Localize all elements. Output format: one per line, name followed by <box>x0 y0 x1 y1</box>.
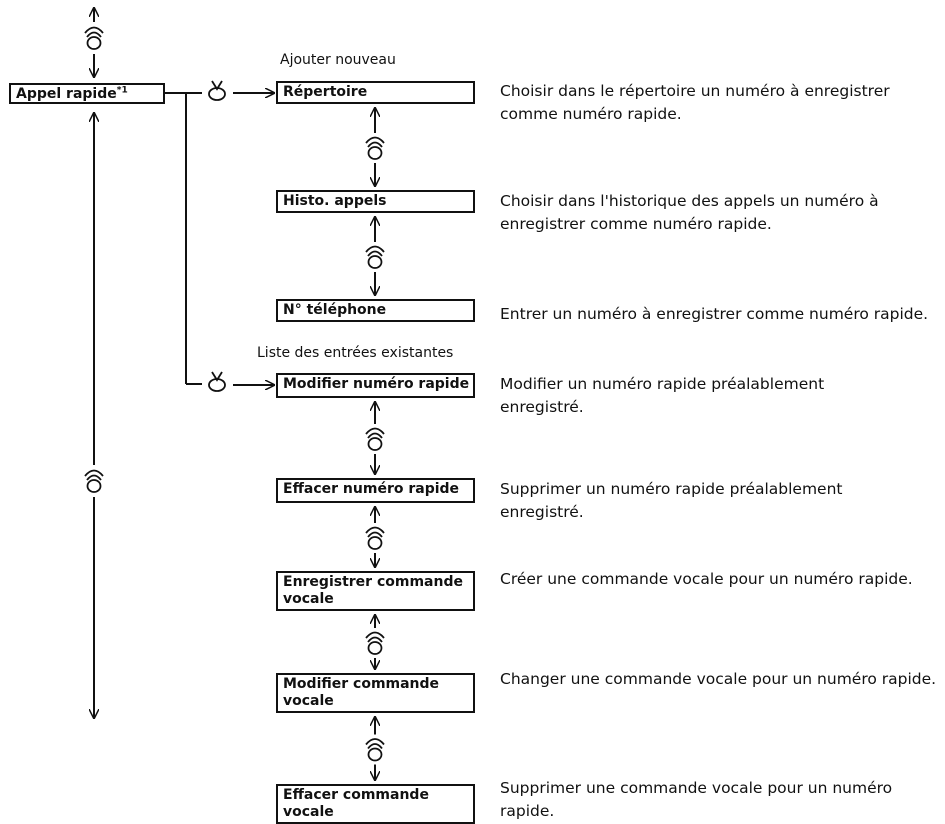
description-modifier-numero-rapide: Modifier un numéro rapide préalablement … <box>500 375 825 416</box>
description-modifier-commande-vocale: Changer une commande vocale pour un numé… <box>500 670 937 688</box>
rotate-knob-icon <box>365 738 385 762</box>
menu-item-modifier-numero-rapide[interactable]: Modifier numéro rapide <box>276 373 475 398</box>
menu-item-modifier-commande-vocale[interactable]: Modifier commande vocale <box>276 673 475 713</box>
rotate-knob-icon <box>365 526 385 550</box>
description-histo-appels: Choisir dans l'historique des appels un … <box>500 192 879 233</box>
rotate-knob-icon <box>365 245 385 269</box>
rotate-knob-icon <box>84 26 104 50</box>
menu-item-label: Répertoire <box>283 84 368 100</box>
menu-item-effacer-commande-vocale[interactable]: Effacer commande vocale <box>276 784 475 824</box>
description-enregistrer-commande-vocale: Créer une commande vocale pour un numéro… <box>500 570 913 588</box>
description-repertoire: Choisir dans le répertoire un numéro à e… <box>500 82 890 123</box>
menu-item-label: Enregistrer commande vocale <box>283 574 463 607</box>
menu-item-repertoire[interactable]: Répertoire <box>276 81 475 104</box>
menu-item-effacer-numero-rapide[interactable]: Effacer numéro rapide <box>276 478 475 503</box>
press-select-icon <box>208 371 226 392</box>
menu-item-label: Modifier commande vocale <box>283 676 440 709</box>
menu-item-numero-telephone[interactable]: N° téléphone <box>276 299 475 322</box>
menu-item-label: Effacer commande vocale <box>283 787 429 820</box>
description-effacer-numero-rapide: Supprimer un numéro rapide préalablement… <box>500 480 843 521</box>
press-select-icon <box>208 80 226 101</box>
rotate-knob-icon <box>365 427 385 451</box>
description-numero-telephone: Entrer un numéro à enregistrer comme num… <box>500 305 929 323</box>
rotate-knob-icon <box>365 136 385 160</box>
appel-rapide-box[interactable]: Appel rapide*1 <box>9 83 165 104</box>
menu-item-histo-appels[interactable]: Histo. appels <box>276 190 475 213</box>
appel-rapide-label: Appel rapide <box>16 86 117 102</box>
menu-item-label: Effacer numéro rapide <box>283 481 460 497</box>
group-label-existing-entries: Liste des entrées existantes <box>257 345 454 361</box>
rotate-knob-icon <box>365 631 385 655</box>
description-effacer-commande-vocale: Supprimer une commande vocale pour un nu… <box>500 779 893 820</box>
menu-item-label: Histo. appels <box>283 193 387 209</box>
footnote-marker: *1 <box>116 85 128 96</box>
rotate-knob-icon <box>84 469 104 493</box>
menu-item-label: Modifier numéro rapide <box>283 376 470 392</box>
menu-item-enregistrer-commande-vocale[interactable]: Enregistrer commande vocale <box>276 571 475 611</box>
menu-item-label: N° téléphone <box>283 302 387 318</box>
group-label-add-new: Ajouter nouveau <box>280 52 396 68</box>
